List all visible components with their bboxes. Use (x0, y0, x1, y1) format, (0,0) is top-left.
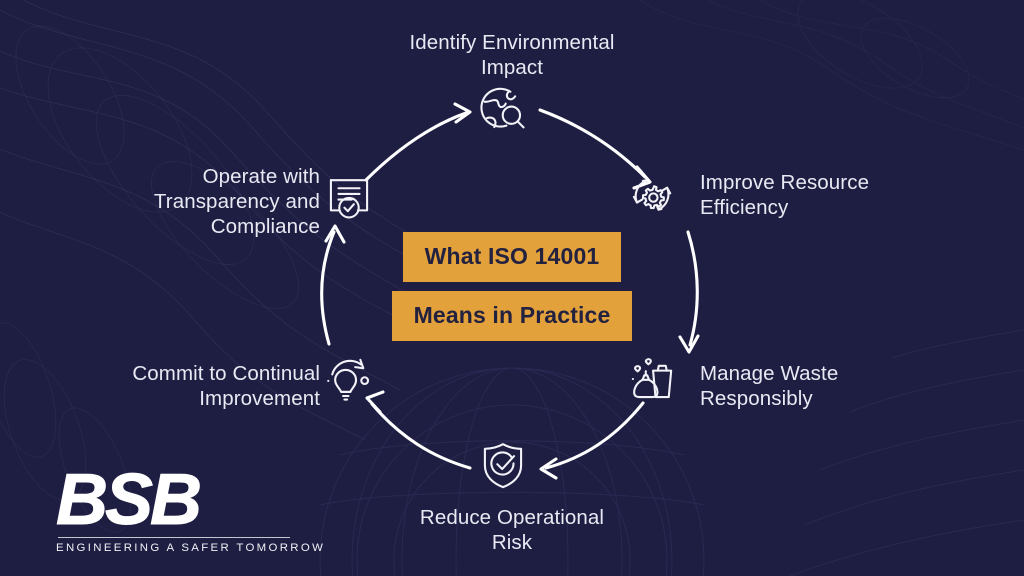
arrow-risk-to-improvement (365, 390, 472, 470)
logo-wordmark: BSB (56, 460, 203, 540)
center-callout-line-1: What ISO 14001 (402, 232, 622, 282)
shield-check-icon (476, 438, 530, 492)
trash-bin-bag-icon (625, 352, 679, 406)
node-label-operate-with-transparency-and-compliance: Operate with Transparency and Compliance (153, 165, 320, 238)
arrow-compliance-to-identify (364, 102, 472, 182)
node-label-identify-environmental-impact: Identify Environmental Impact (409, 31, 615, 79)
lightbulb-arc-icon (322, 352, 376, 406)
arrow-waste-to-risk (539, 401, 645, 480)
node-label-manage-waste-responsibly: Manage Waste Responsibly (700, 362, 839, 410)
logo-tagline: ENGINEERING A SAFER TOMORROW (56, 542, 326, 555)
center-callout-line-2: Means in Practice (391, 291, 633, 341)
certificate-check-icon (322, 168, 376, 222)
center-callout: What ISO 14001 Means in Practice (0, 232, 1024, 341)
gear-recycle-icon (625, 168, 679, 222)
logo-divider (58, 537, 290, 539)
bsb-logo: BSB ENGINEERING A SAFER TOMORROW (56, 460, 326, 555)
node-label-commit-to-continual-improvement: Commit to Continual Improvement (132, 362, 320, 410)
node-label-reduce-operational-risk: Reduce Operational Risk (419, 506, 605, 554)
node-label-improve-resource-efficiency: Improve Resource Efficiency (700, 171, 870, 219)
globe-magnifier-icon (476, 82, 530, 136)
